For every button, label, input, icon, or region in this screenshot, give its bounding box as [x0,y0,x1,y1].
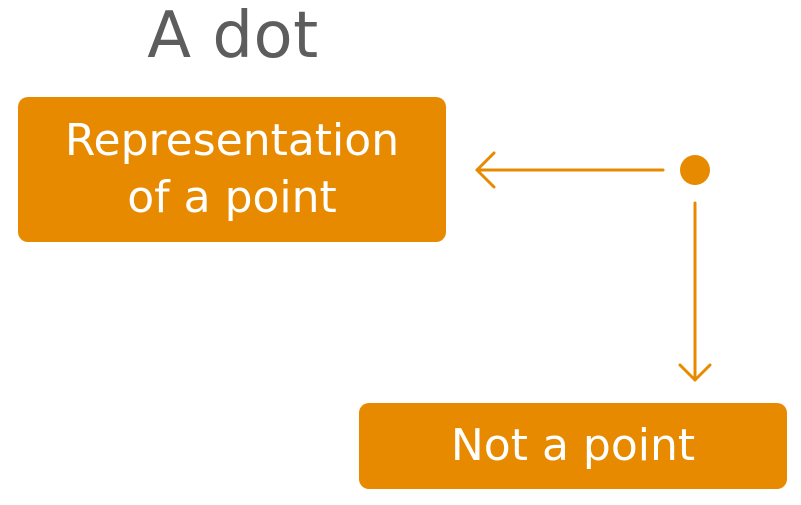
dot-icon [680,155,710,185]
representation-line-1: Representation [64,115,400,167]
representation-line-2: of a point [127,171,337,223]
arrow-left-icon [475,151,665,189]
arrow-down-icon [678,201,712,382]
not-a-point-box: Not a point [359,403,787,489]
representation-of-a-point-box: Representation of a point [18,97,446,242]
diagram-title: A dot [147,0,319,73]
